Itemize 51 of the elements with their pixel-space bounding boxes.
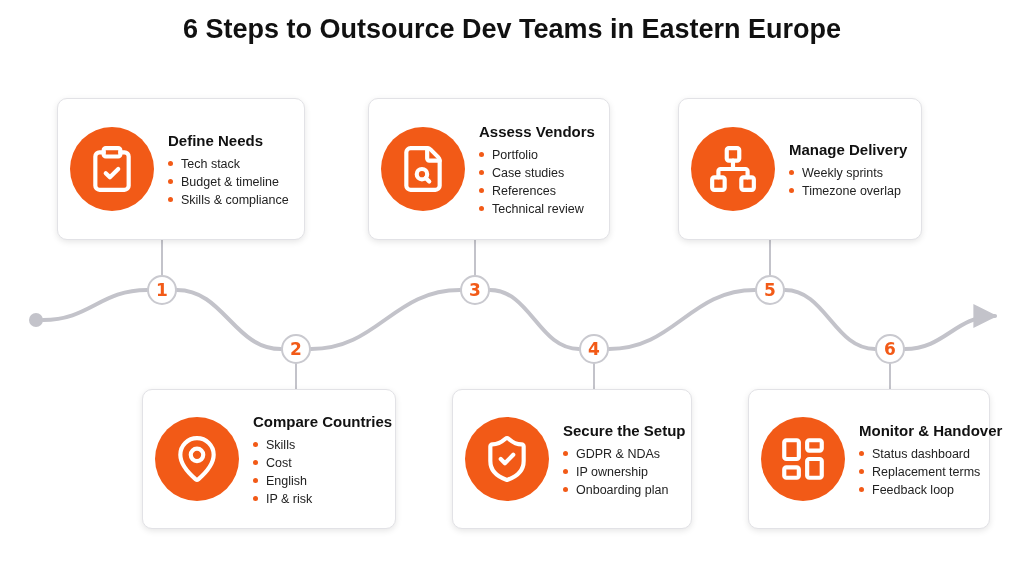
bullet-item: Cost: [253, 455, 393, 470]
leader-line: [769, 239, 771, 276]
bullet-item: IP & risk: [253, 491, 393, 506]
bullet-item: Case studies: [479, 165, 595, 180]
leader-line: [889, 363, 891, 390]
wave-line: [175, 288, 283, 351]
bullet-item: References: [479, 183, 595, 198]
bullet-item: Skills: [253, 437, 393, 452]
step-card: [452, 389, 692, 529]
bullet-item: Feedback loop: [859, 482, 1003, 497]
leader-line: [161, 239, 163, 276]
bullet-item: Status dashboard: [859, 446, 1003, 461]
step-number: 4: [579, 334, 609, 364]
step-number: 3: [460, 275, 490, 305]
wave-line: [783, 288, 877, 351]
step-number: 2: [281, 334, 311, 364]
step-card: [368, 98, 610, 240]
title: 6 Steps to Outsource Dev Teams in Eastern Europe: [181, 14, 843, 45]
wave-line: [41, 288, 149, 322]
leader-line: [593, 363, 595, 390]
bullet-item: Skills & compliance: [168, 192, 289, 207]
bullet-item: Tech stack: [168, 156, 289, 171]
bullet-item: Onboarding plan: [563, 482, 686, 497]
bullet-item: Replacement terms: [859, 464, 1003, 479]
step-card: [142, 389, 396, 529]
start-dot: [29, 313, 43, 327]
step-heading: Secure the Setup: [563, 421, 686, 439]
bullet-item: Technical review: [479, 201, 595, 216]
bullet-item: GDPR & NDAs: [563, 446, 686, 461]
step-card: [57, 98, 305, 240]
step-heading: Assess Vendors: [479, 122, 595, 140]
bullet-item: IP ownership: [563, 464, 686, 479]
leader-line: [295, 363, 297, 390]
step-card: [678, 98, 922, 240]
bullet-item: Weekly sprints: [789, 165, 908, 180]
bullet-item: English: [253, 473, 393, 488]
step-heading: Define Needs: [168, 131, 265, 149]
wave-line: [309, 288, 462, 351]
step-heading: Monitor & Handover: [859, 421, 1003, 439]
step-number: 5: [755, 275, 785, 305]
bullet-item: Timezone overlap: [789, 183, 908, 198]
step-heading: Manage Delivery: [789, 140, 908, 158]
wave-line: [607, 288, 757, 351]
bullet-item: Budget & timeline: [168, 174, 289, 189]
leader-line: [474, 239, 476, 276]
wave-line: [488, 288, 581, 351]
step-number: 1: [147, 275, 177, 305]
arrow: [903, 305, 998, 351]
bullet-item: Portfolio: [479, 147, 595, 162]
step-number: 6: [875, 334, 905, 364]
step-heading: Compare Countries: [253, 412, 393, 430]
